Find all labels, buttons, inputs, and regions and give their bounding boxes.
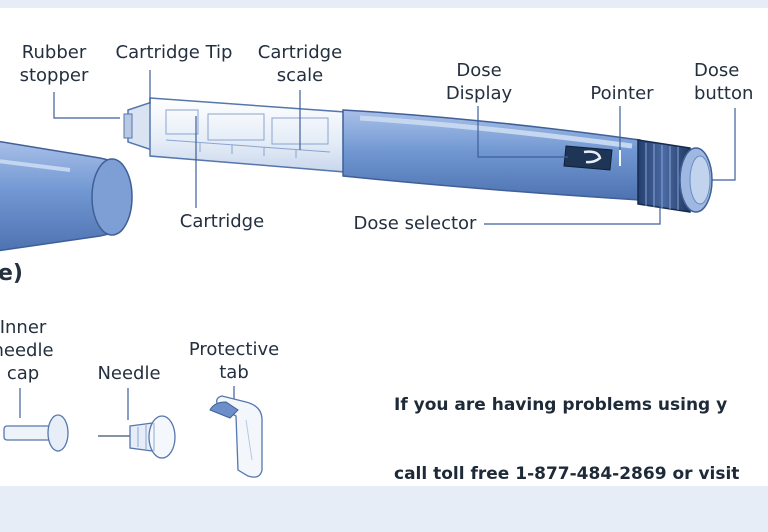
cartridge-label: Cartridge [179,211,265,232]
diagram-artwork [0,70,736,478]
dose-display-label: Dose Display [445,60,513,104]
cartridge-scale-label: Cartridge scale [257,42,343,86]
help-line-2: call toll free 1-877-484-2869 or visit [394,464,740,484]
inner-needle-cap-label: Inner needle cap [0,317,54,384]
dose-button-label: Dose button [694,60,754,104]
needle-label: Needle [97,363,161,384]
dose-selector-label: Dose selector [353,213,477,234]
protective-tab-label: Protective tab [188,339,280,383]
pointer-label: Pointer [590,83,654,104]
needle-icon [98,415,176,459]
rubber-stopper-label: Rubber stopper [19,42,89,86]
section-heading-fragment: e) [0,261,23,286]
inner-needle-cap-icon [3,414,69,452]
diagram-stage: Rubber stopper Cartridge Tip Cartridge s… [0,8,768,486]
help-text: If you are having problems using y call … [394,348,739,532]
protective-tab-icon [209,395,263,478]
help-line-1: If you are having problems using y [394,395,728,415]
pen-cap-icon [0,140,133,252]
insulin-pen-icon [123,97,713,213]
leader-lines [19,70,736,420]
cartridge-tip-label: Cartridge Tip [115,42,233,63]
